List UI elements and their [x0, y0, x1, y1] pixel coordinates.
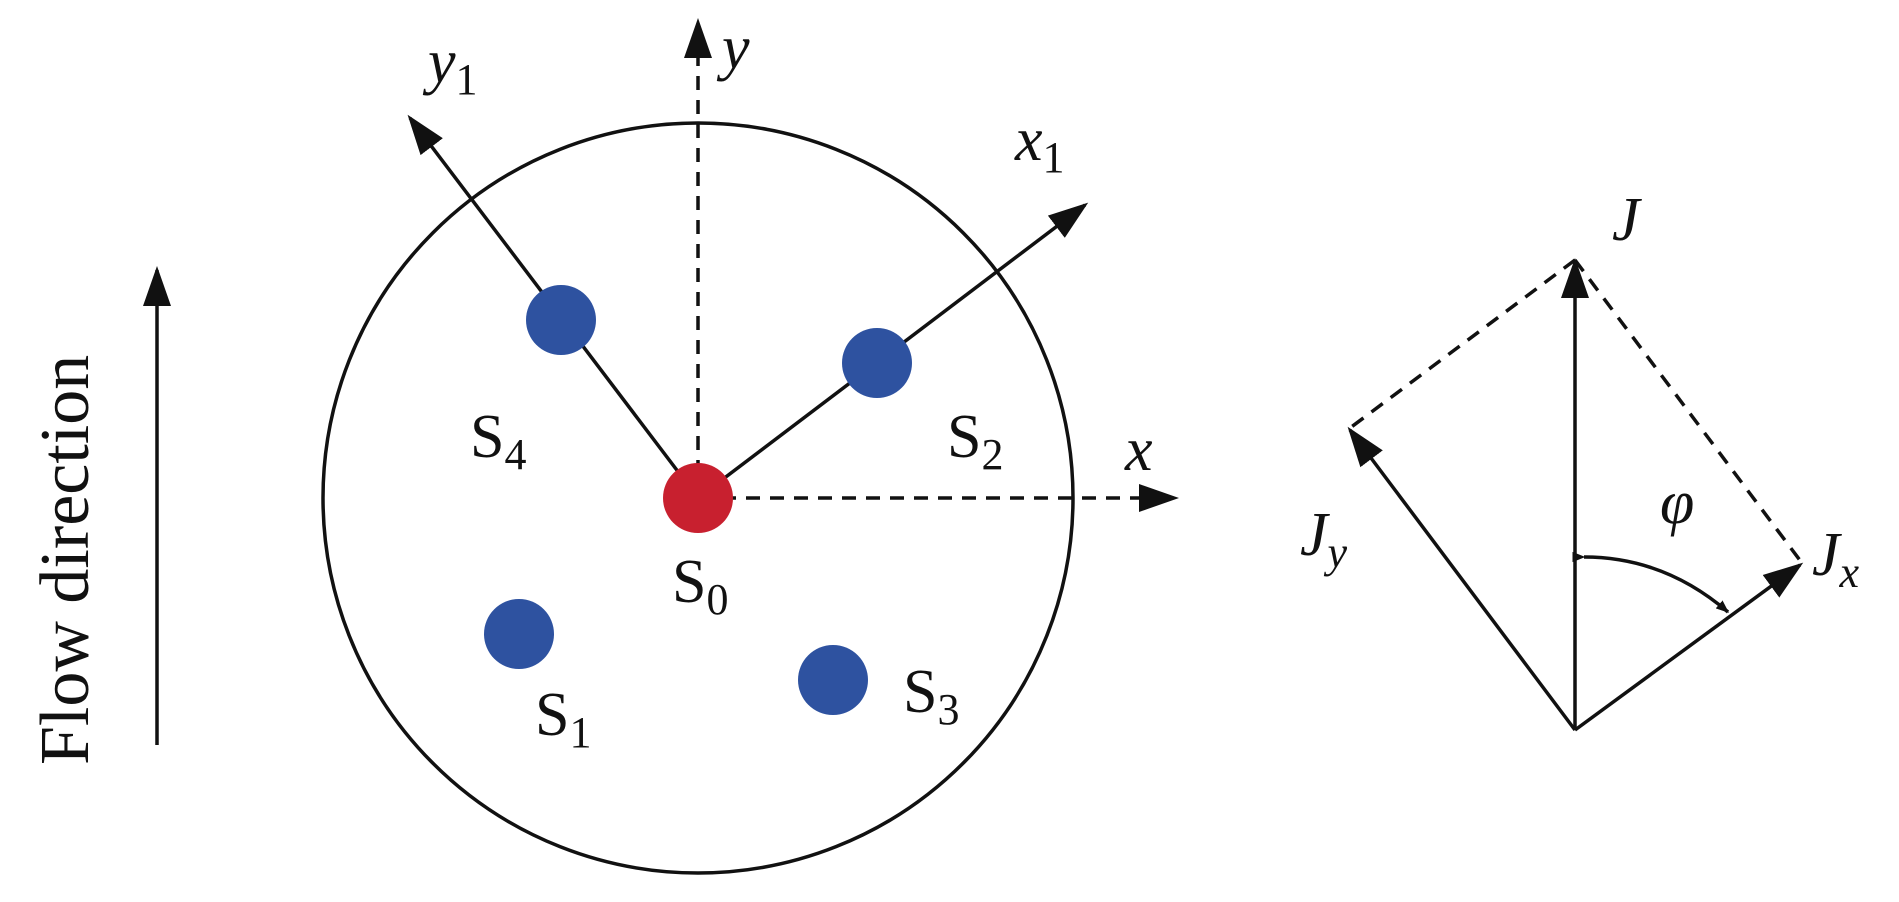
- sensor-s3-dot: [798, 645, 868, 715]
- y-axis-label: y: [716, 14, 750, 82]
- jy-dashed-projection: [1348, 258, 1577, 430]
- j-label: J: [1612, 186, 1642, 254]
- jy-label: Jy: [1300, 501, 1348, 577]
- jy-vector: [1347, 426, 1577, 732]
- jx-dashed-projection: [1573, 258, 1804, 565]
- sensor-s1-label: S1: [535, 681, 591, 757]
- phi-label: φ: [1660, 469, 1694, 537]
- jx-vector: [1573, 562, 1804, 732]
- sensor-s2-label: S2: [947, 403, 1003, 479]
- sensor-s0-dot: [663, 463, 733, 533]
- sensor-s4-dot: [526, 285, 596, 355]
- sensor-s1-dot: [484, 599, 554, 669]
- phi-angle-arc: [1572, 551, 1730, 614]
- sensor-s3-label: S3: [903, 658, 959, 734]
- sensor-s0-label: S0: [672, 548, 728, 624]
- jx-label: Jx: [1812, 521, 1860, 597]
- x1-axis-label: x1: [1014, 106, 1065, 182]
- sensor-s2-dot: [842, 328, 912, 398]
- sensor-s4-label: S4: [470, 403, 526, 479]
- measurement-circle: [321, 121, 1075, 875]
- x-axis-label: x: [1124, 416, 1153, 484]
- flow-direction-label: Flow direction: [27, 355, 104, 765]
- y1-axis-label: y1: [422, 28, 478, 104]
